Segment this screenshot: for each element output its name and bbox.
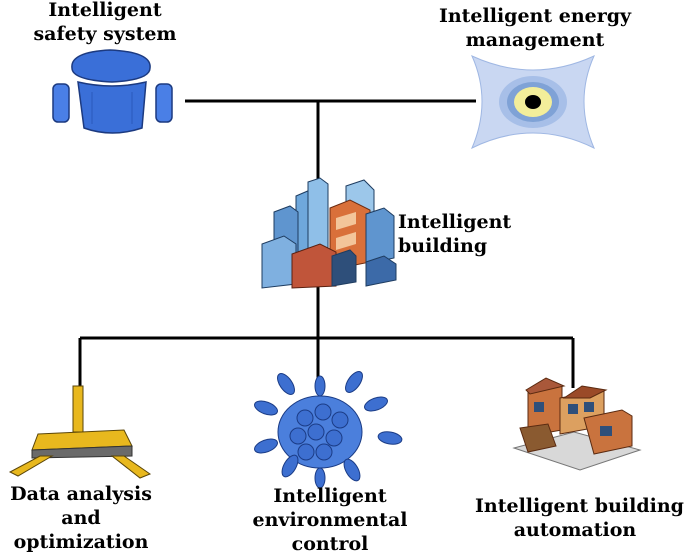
building-automation-label: Intelligent building automation: [475, 494, 684, 542]
energy-label-line1: Intelligent energy: [438, 5, 632, 27]
office-chair-icon: [52, 49, 173, 134]
data-label-line3: optimization: [13, 531, 149, 553]
environment-label-line2: environmental: [252, 509, 408, 531]
automation-label-line1: Intelligent building: [475, 495, 684, 517]
data-label-line2: and: [61, 507, 101, 529]
safety-system-label: Intelligent safety system: [10, 0, 200, 46]
data-analysis-label: Data analysis and optimization: [0, 482, 166, 554]
connector-lines: [78, 99, 575, 392]
data-label-line1: Data analysis: [10, 483, 152, 505]
automation-label-line2: automation: [513, 519, 637, 541]
environment-label-line1: Intelligent: [273, 485, 387, 507]
safety-label-line2: safety system: [33, 23, 177, 45]
energy-label-line2: management: [465, 29, 605, 51]
desk-lamp-icon: [8, 385, 152, 479]
building-label-line2: building: [398, 235, 488, 257]
environmental-control-label: Intelligent environmental control: [245, 484, 415, 556]
energy-management-label: Intelligent energy management: [420, 4, 650, 52]
target-frame-icon: [471, 54, 595, 150]
city-buildings-icon: [261, 177, 397, 289]
building-label-line1: Intelligent: [398, 211, 512, 233]
house-complex-icon: [512, 377, 642, 471]
environment-label-line3: control: [291, 533, 369, 555]
safety-label-line1: Intelligent: [48, 0, 162, 21]
intelligent-building-label: Intelligent building: [398, 210, 518, 258]
flower-cluster-icon: [254, 371, 403, 489]
